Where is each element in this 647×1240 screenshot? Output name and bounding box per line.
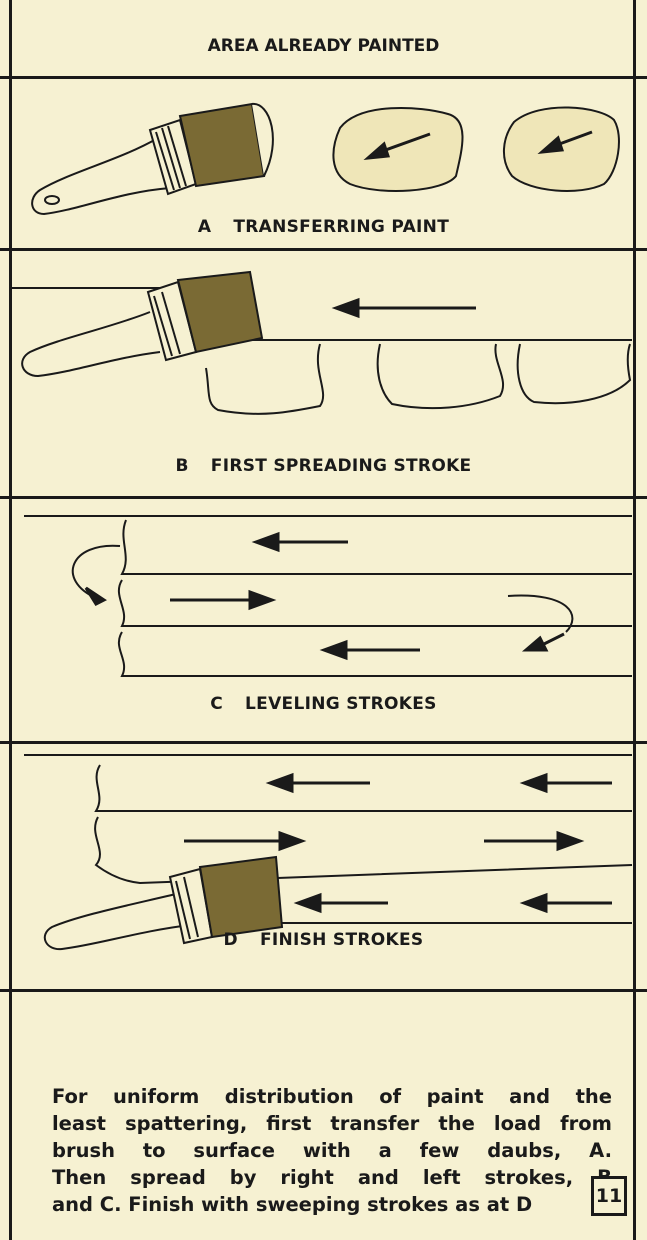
panel-d-label: D FINISH STROKES xyxy=(0,930,647,950)
caption-line-1: For uniform distribution of paint and th… xyxy=(52,1083,612,1110)
painted-area-edge xyxy=(0,76,647,79)
panel-divider-cd xyxy=(0,741,647,744)
panel-b-label: B FIRST SPREADING STROKE xyxy=(0,456,647,476)
panel-divider-bc xyxy=(0,496,647,499)
caption-line-2: least spattering, first transfer the loa… xyxy=(52,1110,612,1137)
panel-a-title: TRANSFERRING PAINT xyxy=(233,217,449,237)
panel-b-illustration xyxy=(0,252,647,482)
panel-c-illustration xyxy=(0,500,647,710)
panel-c-title: LEVELING STROKES xyxy=(245,694,437,714)
caption-line-4: Then spread by right and left strokes, B xyxy=(52,1164,612,1191)
panel-b-letter: B xyxy=(176,456,189,476)
panel-d-letter: D xyxy=(224,930,238,950)
caption-line-3: brush to surface with a few daubs, A. xyxy=(52,1137,612,1164)
panel-b-title: FIRST SPREADING STROKE xyxy=(211,456,472,476)
panel-divider-ab xyxy=(0,248,647,251)
panel-d-title: FINISH STROKES xyxy=(260,930,424,950)
panel-divider-d-caption xyxy=(0,989,647,992)
panel-c-letter: C xyxy=(210,694,223,714)
panel-c-label: C LEVELING STROKES xyxy=(0,694,647,714)
caption-line-5: and C. Finish with sweeping strokes as a… xyxy=(52,1191,612,1218)
caption-text: For uniform distribution of paint and th… xyxy=(52,1083,612,1218)
panel-a-label: A TRANSFERRING PAINT xyxy=(0,217,647,237)
panel-a-letter: A xyxy=(198,217,211,237)
page-number: 11 xyxy=(591,1176,627,1216)
header-title: AREA ALREADY PAINTED xyxy=(0,36,647,56)
